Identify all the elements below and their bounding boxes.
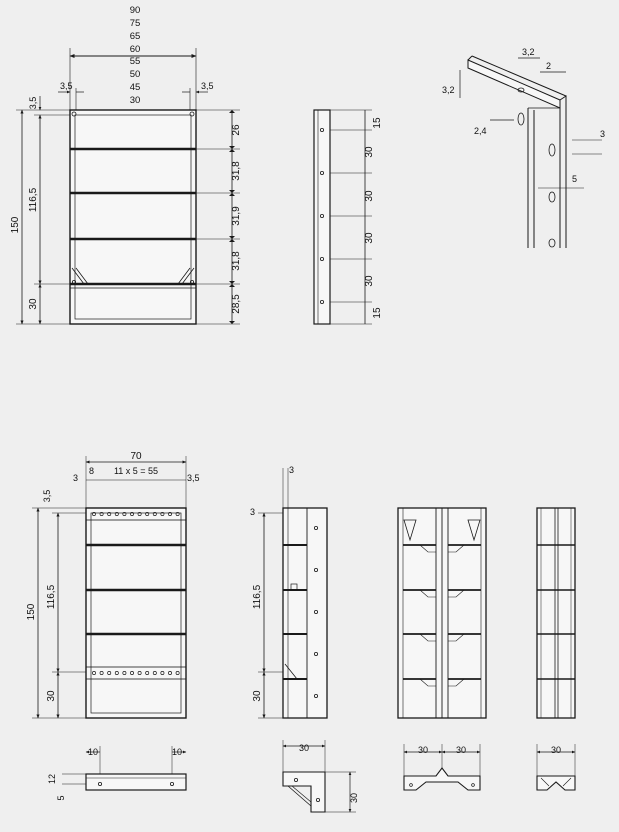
hole-spacing: 15 [372,117,383,129]
shelf-spacing: 28,5 [231,294,242,314]
mounting-hole [107,512,112,516]
hole-spacing: 30 [364,146,375,158]
simple-frame-view [536,507,576,719]
inner-height-label: 116,5 [28,187,39,212]
width-option: 45 [130,82,141,93]
mounting-hole [145,671,150,675]
total-width-label: 70 [130,451,142,462]
shelf-spacing: 26 [231,124,242,136]
dim-hole: 2,4 [474,126,487,136]
hole-offset-label: 8 [89,466,94,476]
dim-side: 3,2 [442,85,455,95]
width-option: 75 [130,18,141,29]
mounting-hole [99,671,104,675]
shelf-spacing: 31,8 [231,251,242,271]
margin-left: 3,5 [60,81,73,91]
depth-top-label: 3 [289,465,294,475]
mounting-hole [114,671,119,675]
bracket-width-label: 30 [299,743,309,753]
mounting-hole [168,671,172,675]
hole-spacing: 30 [364,232,375,244]
hole-pattern-label: 11 x 5 = 55 [114,466,158,476]
frame-outline [69,109,197,325]
shelf-spacing: 31,9 [231,206,242,226]
corner-detail: 3,2 2 3,2 2,4 3 5 [442,47,605,248]
single-width-label: 30 [551,745,561,755]
bottom-height-side2: 30 [252,690,263,702]
top-offset-label-2: 3,5 [42,490,52,503]
bracket-height-label: 30 [349,793,359,803]
mounting-hole [152,671,157,675]
shelf-spacing: 31,8 [231,161,242,181]
width-option: 55 [130,56,141,67]
mounting-hole [92,671,96,675]
mounting-hole [92,512,96,516]
total-height-label-2: 150 [26,603,37,620]
mounting-hole [99,512,104,516]
mounting-hole [130,512,134,516]
dim-hole-offset: 5 [572,174,577,184]
mounting-hole [160,671,165,675]
section-single: 30 [536,744,576,791]
double-width-right: 30 [456,745,466,755]
front-view-1: 90 75 65 60 55 50 45 30 3,5 3,5 [10,5,242,325]
left-margin-label: 3 [73,473,78,483]
width-option: 30 [130,95,141,106]
inner-height-label-2: 116,5 [46,584,57,609]
hole-spacing: 30 [364,190,375,202]
section-bracket: 30 30 [282,740,359,813]
right-margin-label: 3,5 [187,473,200,483]
mounting-hole [168,512,172,516]
bottom-height-label-2: 30 [46,690,57,702]
mounting-hole [145,512,150,516]
mounting-hole [130,671,134,675]
width-option: 90 [130,5,141,16]
top-offset-side2: 3 [250,507,255,517]
front-view-2: 70 3 8 11 x 5 = 55 3,5 150 116,5 30 3,5 [26,451,200,719]
mounting-hole [137,512,142,516]
bar-left-label: 10 [88,747,98,757]
mounting-hole [122,671,127,675]
mounting-hole [175,671,180,675]
dim-hole-height: 3 [600,129,605,139]
dim-top-width: 3,2 [522,47,535,57]
frame-outline-2 [85,507,187,719]
width-options: 90 75 65 60 55 50 45 30 [130,5,141,106]
bar-right-label: 10 [172,747,182,757]
side-profile [313,109,331,325]
mounting-hole [175,512,180,516]
section-double: 30 30 [403,744,481,791]
width-option: 65 [130,31,141,42]
hole-spacing: 15 [372,307,383,319]
side-view-1: 15 30 30 30 30 15 [313,109,383,325]
bottom-height-label: 30 [28,298,39,310]
double-frame-view [397,507,487,719]
double-width-left: 30 [418,745,428,755]
mounting-hole [137,671,142,675]
mounting-hole [107,671,112,675]
top-offset-label: 3,5 [28,97,38,110]
width-option: 60 [130,44,141,55]
mounting-hole [152,512,157,516]
mounting-hole [114,512,119,516]
mounting-hole [160,512,165,516]
side-view-2: 3 3 116,5 30 [250,465,328,719]
width-option: 50 [130,69,141,80]
mounting-hole [122,512,127,516]
hole-spacing: 30 [364,275,375,287]
total-height-label: 150 [10,216,21,233]
dim-slot: 2 [546,61,551,71]
margin-right: 3,5 [201,81,214,91]
section-bar: 10 10 12 5 [47,746,187,801]
inner-height-side2: 116,5 [252,584,263,609]
bar-offset-label: 5 [56,795,66,800]
bar-height-label: 12 [47,774,57,784]
